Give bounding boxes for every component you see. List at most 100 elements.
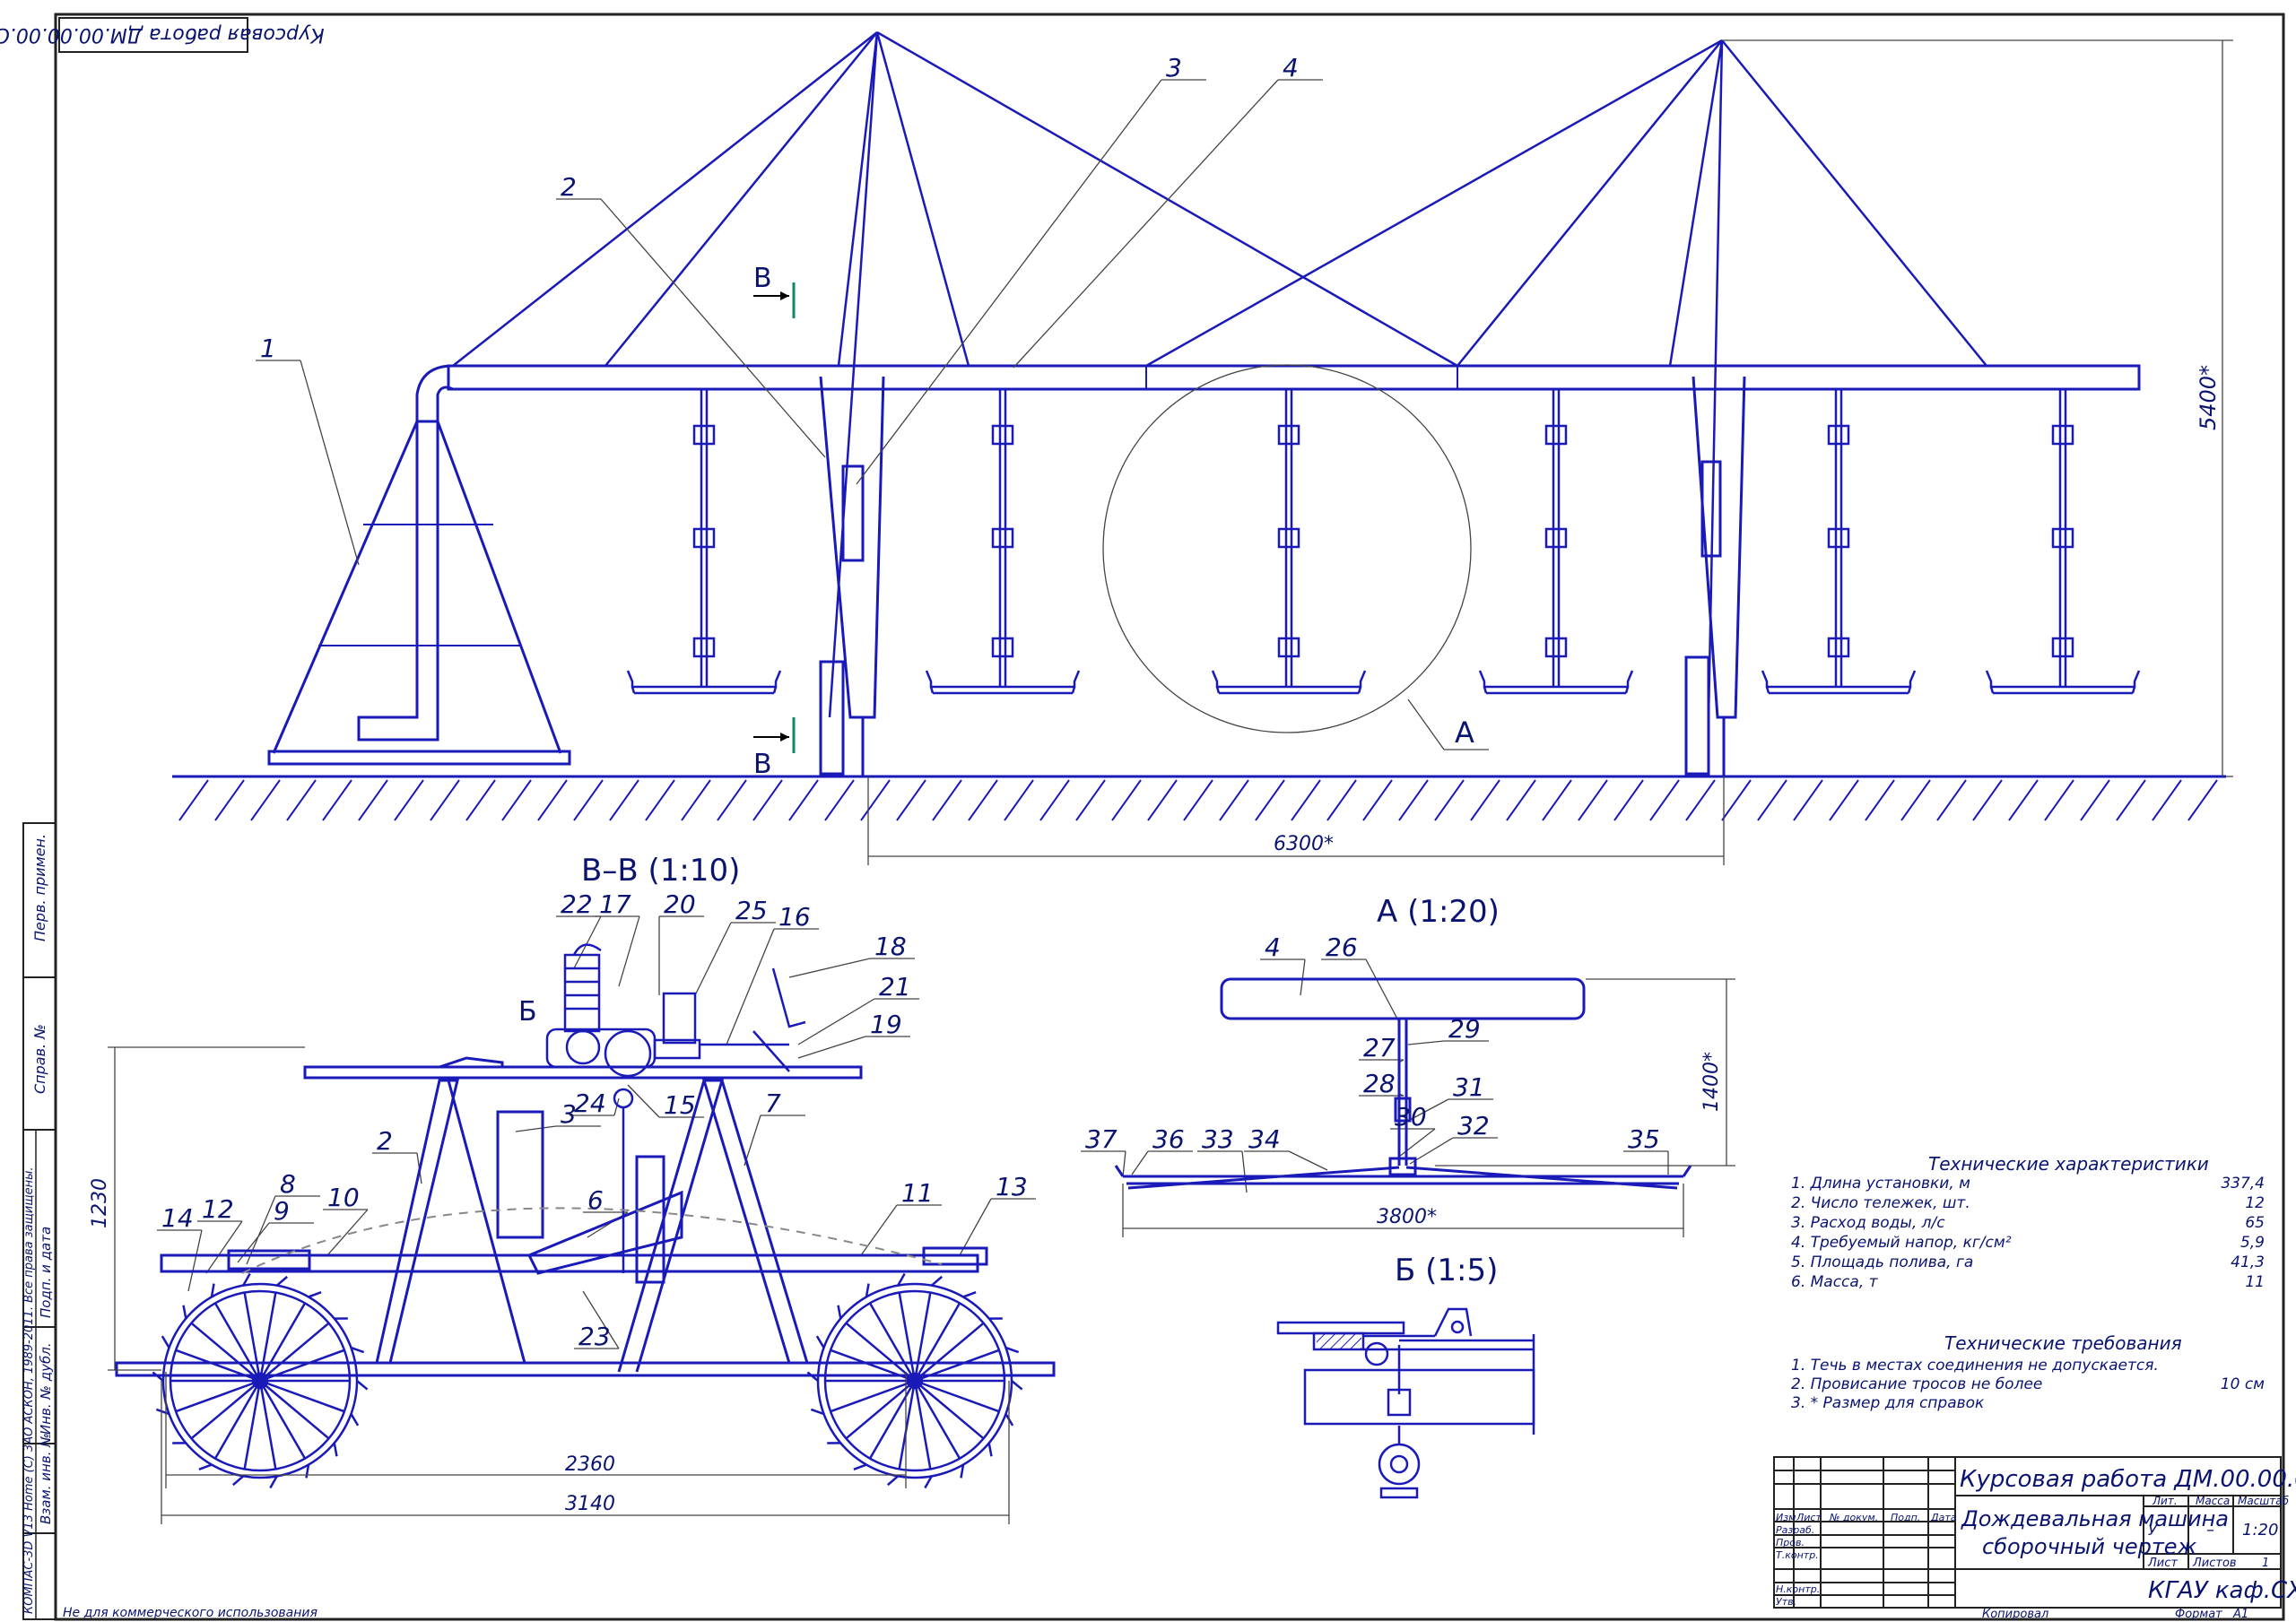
dim-height bbox=[1722, 39, 2233, 777]
techchar-row-label: 5. Площадь полива, га bbox=[1791, 1253, 1973, 1271]
callout-2: 2 bbox=[377, 1126, 393, 1156]
dim-height-label: 5400* bbox=[2196, 365, 2221, 430]
tech-requirements: Технические требования 1. Течь в местах … bbox=[1791, 1332, 2265, 1412]
main-view-machine: В В 5400* 6300* bbox=[157, 30, 2233, 1349]
techreq-row-label: 3. * Размер для справок bbox=[1791, 1394, 1985, 1412]
tb-format-val: A1 bbox=[2232, 1608, 2248, 1621]
callout-27: 27 bbox=[1363, 1033, 1396, 1063]
tb-sheets-val: 1 bbox=[2262, 1557, 2269, 1570]
callout-8: 8 bbox=[280, 1169, 296, 1199]
tb-razrab: Разраб. bbox=[1776, 1524, 1814, 1536]
callout-32: 32 bbox=[1457, 1111, 1490, 1141]
top-stamp-text: Курсовая работа ДМ.00.00.00.СБ bbox=[0, 23, 325, 46]
sheet-border bbox=[54, 13, 2285, 1621]
callout-9: 9 bbox=[274, 1196, 290, 1226]
title-designation: Курсовая работа ДМ.00.00.00.СБ bbox=[1960, 1466, 2296, 1493]
tech-req-title: Технические требования bbox=[1944, 1332, 2182, 1354]
title-name-line2: сборочный чертеж bbox=[1982, 1534, 2197, 1559]
kompas-note: КОМПАС-3D V13 Home (С) 3АО АСКОН, 1989-2… bbox=[22, 1167, 36, 1614]
callout-31: 31 bbox=[1453, 1072, 1485, 1102]
dim-trolley-2360: 2360 bbox=[565, 1453, 615, 1476]
techchar-row-label: 1. Длина установки, м bbox=[1791, 1175, 1970, 1193]
title-name-line1: Дождевальная машина bbox=[1961, 1506, 2229, 1531]
tb-lit-val: У bbox=[2148, 1522, 2158, 1539]
callout-4: 4 bbox=[1283, 53, 1299, 82]
callout-29: 29 bbox=[1448, 1014, 1481, 1044]
dim-span bbox=[867, 776, 1725, 865]
section-marks: В В bbox=[753, 263, 796, 780]
callout-17: 17 bbox=[599, 889, 631, 919]
techchar-row-label: 4. Требуемый напор, кг/см² bbox=[1791, 1234, 2012, 1252]
tb-massa: Масса bbox=[2196, 1495, 2230, 1507]
dim-a-height: 1400* bbox=[1700, 1052, 1723, 1112]
callout-16: 16 bbox=[778, 902, 811, 932]
tb-scale: 1:20 bbox=[2242, 1521, 2278, 1540]
tb-massa-val: – bbox=[2206, 1521, 2214, 1540]
callout-10: 10 bbox=[327, 1183, 360, 1212]
callout-23: 23 bbox=[578, 1322, 611, 1351]
view-a-title: А (1:20) bbox=[1377, 894, 1500, 930]
callout-2: 2 bbox=[561, 172, 577, 202]
tb-lit: Лит. bbox=[2152, 1495, 2178, 1507]
callout-34: 34 bbox=[1248, 1124, 1281, 1154]
side-label-perv: Перв. примен. bbox=[31, 834, 48, 941]
techchar-row-value: 41,3 bbox=[2231, 1253, 2265, 1271]
tb-list: Лист bbox=[1796, 1512, 1822, 1523]
callout-20: 20 bbox=[664, 889, 696, 919]
section-letter-top: В bbox=[753, 263, 772, 294]
callout-6: 6 bbox=[587, 1185, 604, 1215]
callout-14: 14 bbox=[161, 1203, 194, 1233]
top-stamp-box bbox=[58, 17, 248, 53]
techreq-row-label: 2. Провисание тросов не более bbox=[1791, 1375, 2042, 1393]
tb-sheets: Листов bbox=[2192, 1557, 2237, 1570]
tb-podp: Подп. bbox=[1891, 1512, 1920, 1523]
side-label-vzam: Взам. инв. № bbox=[38, 1433, 54, 1524]
side-label-inv-dubl: Инв. № дубл. bbox=[38, 1342, 54, 1435]
view-b-title: Б (1:5) bbox=[1395, 1253, 1498, 1288]
techchar-row-label: 3. Расход воды, л/с bbox=[1791, 1214, 1945, 1232]
tb-prov: Пров. bbox=[1776, 1537, 1805, 1548]
side-label-podp1: Подп. и дата bbox=[38, 1227, 54, 1318]
callout-33: 33 bbox=[1202, 1124, 1234, 1154]
callout-24: 24 bbox=[574, 1089, 606, 1118]
tech-characteristics: Технические характеристики 1. Длина уста… bbox=[1791, 1153, 2265, 1291]
tb-masshtab: Масштаб bbox=[2238, 1495, 2290, 1507]
dim-a-width: 3800* bbox=[1377, 1206, 1437, 1228]
callout-37: 37 bbox=[1085, 1124, 1118, 1154]
view-a-sprinkler: А (1:20) 1400* 3800* bbox=[1114, 894, 1735, 1237]
tech-char-title: Технические характеристики bbox=[1928, 1153, 2209, 1175]
callout-18: 18 bbox=[874, 932, 907, 961]
callout-1: 1 bbox=[260, 334, 276, 363]
noncommercial-note: Не для коммерческого использования bbox=[63, 1606, 317, 1620]
section-view-trolley: В–В (1:10) bbox=[89, 853, 1056, 1524]
circle-a-label: А bbox=[1455, 716, 1474, 750]
callout-13: 13 bbox=[996, 1172, 1028, 1201]
tb-copied: Копировал bbox=[1982, 1608, 2048, 1621]
callout-12: 12 bbox=[202, 1194, 234, 1224]
techchar-row-value: 5,9 bbox=[2240, 1234, 2265, 1252]
callout-11: 11 bbox=[901, 1178, 934, 1208]
techchar-row-label: 6. Масса, т bbox=[1791, 1273, 1879, 1291]
tb-nkontr: Н.контр. bbox=[1776, 1583, 1820, 1595]
callout-7: 7 bbox=[765, 1089, 781, 1118]
tb-tkontr: Т.контр. bbox=[1776, 1549, 1819, 1561]
side-label-sprav: Справ. № bbox=[31, 1024, 48, 1094]
callout-36: 36 bbox=[1152, 1124, 1185, 1154]
techchar-row-label: 2. Число тележек, шт. bbox=[1791, 1194, 1970, 1212]
callout-15: 15 bbox=[664, 1090, 696, 1120]
callout-22: 22 bbox=[561, 889, 593, 919]
tb-doc: № докум. bbox=[1829, 1512, 1878, 1523]
section-letter-bottom: В bbox=[753, 749, 772, 780]
techchar-row-value: 12 bbox=[2245, 1194, 2265, 1212]
dim-trolley-height: 1230 bbox=[89, 1178, 111, 1228]
callout-30: 30 bbox=[1395, 1102, 1427, 1132]
tb-sheet: Лист bbox=[2147, 1557, 2178, 1570]
dim-trolley-3140: 3140 bbox=[565, 1493, 615, 1515]
tb-format: Формат bbox=[2175, 1608, 2222, 1621]
dim-span-label: 6300* bbox=[1274, 833, 1334, 855]
callout-4: 4 bbox=[1265, 932, 1281, 962]
callout-28: 28 bbox=[1363, 1069, 1396, 1098]
tb-data: Дата bbox=[1930, 1512, 1957, 1523]
